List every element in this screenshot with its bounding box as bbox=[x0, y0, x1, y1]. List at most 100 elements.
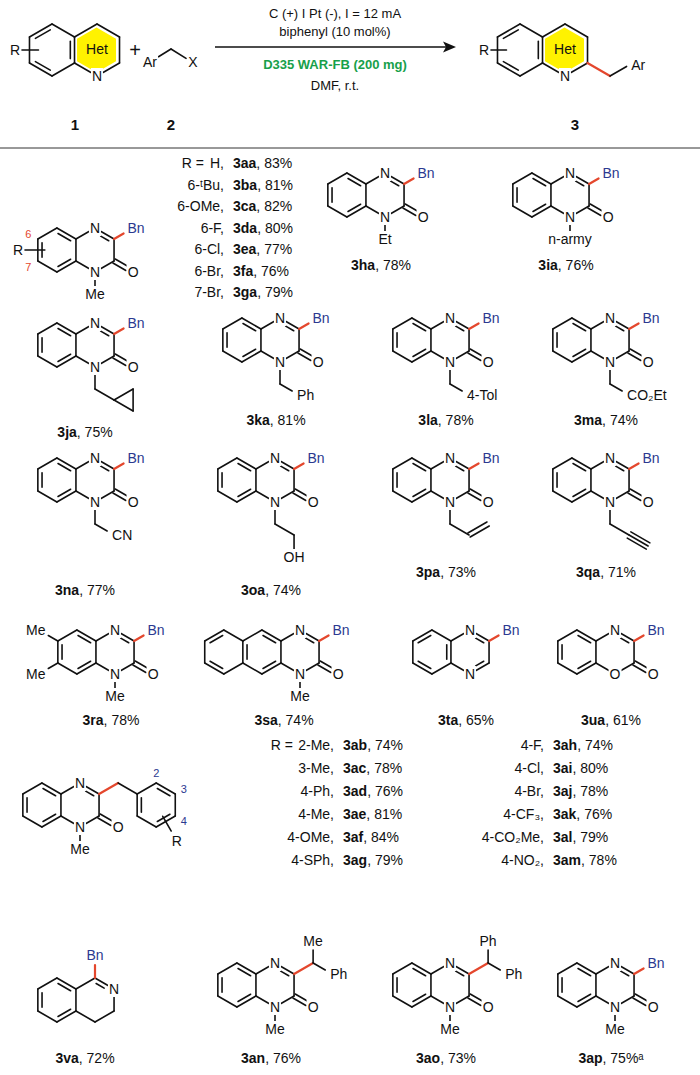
bond-line bbox=[96, 663, 109, 671]
bond-line bbox=[237, 458, 256, 469]
bond-line bbox=[281, 663, 294, 671]
bond-line bbox=[616, 466, 624, 471]
bond-line bbox=[553, 458, 572, 469]
bond-line bbox=[79, 834, 81, 841]
bond-line bbox=[533, 204, 546, 211]
compound-caption: 3am, 78% bbox=[552, 852, 618, 868]
bond-line bbox=[621, 663, 634, 671]
atom-label: N bbox=[89, 220, 101, 236]
bond-line bbox=[513, 206, 532, 217]
bond-line bbox=[366, 206, 379, 214]
bond-line bbox=[396, 978, 398, 993]
bond-line bbox=[412, 996, 431, 1007]
bond-line bbox=[413, 349, 426, 356]
bond-line bbox=[205, 630, 224, 641]
bond-line bbox=[634, 969, 644, 975]
bond-line bbox=[609, 509, 611, 524]
bond-line bbox=[609, 369, 611, 384]
compound-caption: 3ha, 78% bbox=[350, 257, 412, 273]
bond-line bbox=[218, 458, 237, 469]
atom-label: OH bbox=[283, 549, 306, 565]
bond-line bbox=[37, 239, 39, 261]
bond-line bbox=[141, 798, 143, 813]
bond-line bbox=[114, 464, 124, 470]
bond-line bbox=[413, 489, 426, 496]
bond-line bbox=[299, 324, 309, 330]
bond-line bbox=[312, 950, 314, 963]
bond-line bbox=[76, 462, 89, 470]
compound-number: 3ae bbox=[343, 806, 366, 822]
compound-number: 1 bbox=[70, 116, 80, 133]
bond-line bbox=[38, 491, 57, 502]
bond-line bbox=[118, 783, 137, 794]
bond-line bbox=[469, 963, 488, 974]
bond-line bbox=[75, 989, 77, 1011]
substituent-entry: 4-CF₃, bbox=[502, 806, 545, 822]
bond-line bbox=[218, 996, 237, 1007]
compound-number: 3ja bbox=[57, 424, 76, 440]
compound-caption: 3ra, 78% bbox=[82, 712, 141, 728]
ring-highlight bbox=[77, 28, 116, 73]
bond-line bbox=[114, 329, 124, 335]
bond-line bbox=[306, 663, 319, 671]
compound-number: 3an bbox=[241, 1050, 265, 1066]
compound-number: 3ga bbox=[233, 284, 257, 300]
atom-label: N bbox=[444, 955, 456, 971]
bond-line bbox=[432, 663, 451, 674]
atom-label: N bbox=[89, 494, 101, 510]
compound-number: 3ia bbox=[538, 257, 557, 273]
substituent-label: Bn bbox=[312, 310, 331, 326]
bond-line bbox=[242, 351, 261, 362]
position-number: 6 bbox=[24, 227, 32, 240]
atom-label: O bbox=[647, 999, 660, 1015]
bond-line bbox=[38, 356, 57, 367]
bond-line bbox=[43, 814, 56, 821]
compound-caption: 3ad, 76% bbox=[342, 783, 404, 799]
bond-line bbox=[396, 333, 398, 348]
bond-line bbox=[578, 661, 591, 668]
bond-line bbox=[558, 963, 577, 974]
bond-line bbox=[588, 63, 611, 76]
atom-label: N bbox=[464, 666, 476, 682]
bond-line bbox=[94, 279, 96, 286]
compound-number: 3ah bbox=[553, 737, 577, 753]
bond-line bbox=[60, 794, 62, 816]
bond-line bbox=[61, 816, 74, 824]
compound-number: 2 bbox=[166, 116, 176, 133]
bond-line bbox=[576, 181, 584, 186]
bond-line bbox=[114, 681, 116, 688]
atom-label: N bbox=[74, 819, 86, 835]
bond-line bbox=[23, 816, 42, 827]
yield-value: , 82% bbox=[256, 198, 292, 214]
atom-label: N bbox=[274, 310, 286, 326]
bond-line bbox=[58, 489, 71, 496]
atom-label: N bbox=[274, 354, 286, 370]
bond-line bbox=[163, 816, 172, 831]
bond-line bbox=[99, 783, 118, 794]
bond-line bbox=[418, 661, 431, 668]
compound-caption: 3ga, 79% bbox=[232, 284, 294, 300]
bond-line bbox=[224, 663, 243, 674]
bond-line bbox=[573, 324, 586, 331]
atom-label: O bbox=[332, 666, 345, 682]
compound-caption: 3ab, 74% bbox=[342, 737, 404, 753]
atom-label: R bbox=[171, 833, 183, 849]
bond-line bbox=[413, 663, 432, 674]
bond-line bbox=[210, 636, 223, 643]
bond-line bbox=[98, 794, 100, 816]
bond-line bbox=[37, 469, 39, 491]
bond-line bbox=[573, 349, 586, 356]
substituent-entry: 4-Ph, bbox=[300, 783, 335, 799]
bond-line bbox=[413, 464, 426, 471]
bond-line bbox=[412, 963, 431, 974]
atom-label: N bbox=[604, 494, 616, 510]
compound-number: 3ea bbox=[233, 241, 256, 257]
bond-line bbox=[57, 491, 76, 502]
bond-line bbox=[58, 984, 71, 991]
bond-line bbox=[431, 967, 444, 975]
bond-line bbox=[38, 323, 57, 334]
bond-line bbox=[286, 351, 299, 359]
bond-line bbox=[243, 324, 256, 331]
bond-line bbox=[132, 389, 134, 411]
